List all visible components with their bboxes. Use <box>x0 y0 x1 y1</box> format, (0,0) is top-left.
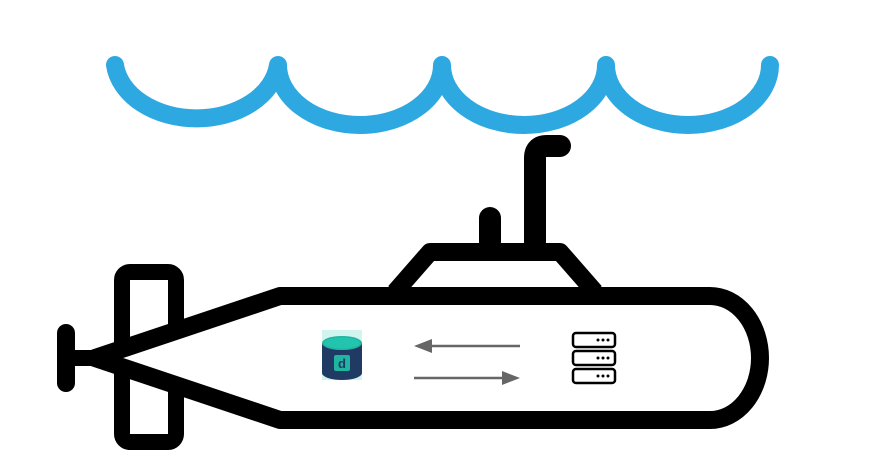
sync-arrows <box>414 339 520 385</box>
server-stack-icon <box>571 331 617 385</box>
submarine-icon <box>57 135 769 450</box>
arrow-right-icon <box>414 371 520 385</box>
arrow-left-icon <box>414 339 520 353</box>
water-waves <box>106 56 779 134</box>
periscope-icon <box>524 135 571 253</box>
conning-tower <box>388 243 602 298</box>
database-glyph: d <box>338 356 346 371</box>
database-icon: d <box>322 330 362 380</box>
wave-icon <box>106 56 779 134</box>
hull <box>86 287 769 429</box>
